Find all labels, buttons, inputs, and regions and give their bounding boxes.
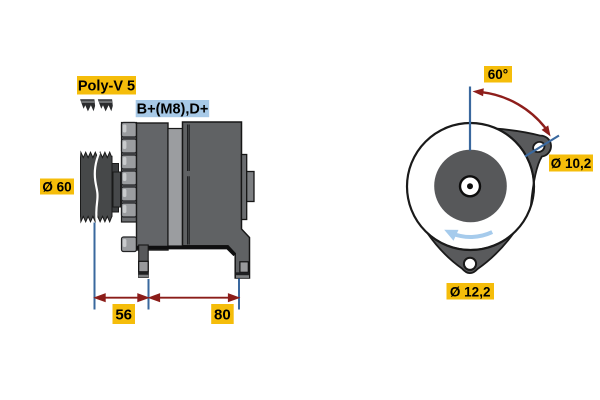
- svg-text:Ø 10,2: Ø 10,2: [551, 156, 592, 171]
- svg-text:Ø 60: Ø 60: [42, 179, 71, 194]
- svg-text:Poly-V 5: Poly-V 5: [78, 79, 135, 95]
- svg-text:Ø 12,2: Ø 12,2: [450, 284, 491, 299]
- svg-text:B+(M8),D+: B+(M8),D+: [137, 102, 209, 118]
- svg-text:56: 56: [115, 307, 132, 324]
- svg-text:60°: 60°: [488, 67, 508, 82]
- svg-text:80: 80: [214, 307, 231, 324]
